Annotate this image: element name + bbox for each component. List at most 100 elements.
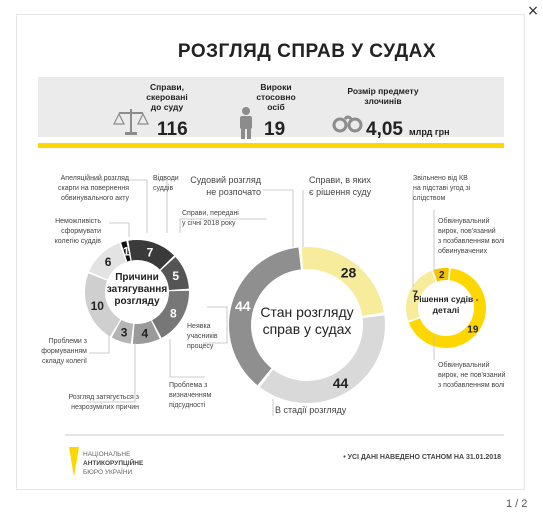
stats-underline xyxy=(38,143,504,148)
annotation-released: на підставі угод зі xyxy=(413,184,471,192)
annotation-appeal: Апеляційний розгляд xyxy=(61,174,129,182)
left-donut-segment-label: 6 xyxy=(105,255,112,269)
stat-label-line: Справи, xyxy=(150,82,184,92)
logo-line: БЮРО УКРАЇНИ xyxy=(83,468,133,476)
right-donut-segment xyxy=(408,268,486,348)
annotation-suspended: вирок, пов'язаний xyxy=(438,227,496,235)
left-donut-segment-label: 5 xyxy=(172,269,179,283)
nabu-logo-icon xyxy=(69,447,79,477)
annotation-in-review: В стадії розгляду xyxy=(275,405,347,415)
left-donut-segment-label: 8 xyxy=(170,306,177,320)
left-donut-center-line: затягування xyxy=(107,284,168,295)
left-donut-segment xyxy=(132,320,160,344)
right-annotations: Звільнено від КВ на підставі угод зі слі… xyxy=(413,174,505,389)
person-icon xyxy=(240,107,252,139)
annotation-panel-problems: складу колегії xyxy=(42,357,87,365)
left-donut-segment xyxy=(111,319,134,344)
annotation-decided: Справи, в яких xyxy=(309,175,371,185)
footer-note: • УСІ ДАНІ НАВЕДЕНО СТАНОМ НА 31.01.2018 xyxy=(343,454,501,461)
annotation-absence: Неявка xyxy=(187,323,211,330)
left-donut-center-line: Причини xyxy=(115,272,159,283)
right-donut-center-line: деталі xyxy=(433,305,460,315)
handcuffs-icon xyxy=(332,115,363,133)
center-donut-segment xyxy=(301,247,384,316)
annotation-jurisdiction: Проблема з xyxy=(169,381,207,389)
leader-lines xyxy=(87,179,435,416)
annotation-recusal: Відводи xyxy=(153,174,179,182)
left-donut-segment xyxy=(152,290,190,338)
annotation-not-suspended: Обвинувальний xyxy=(438,361,489,369)
left-donut-segment xyxy=(121,241,131,262)
annotation-suspended: з позбавленням волі xyxy=(438,237,505,245)
annotation-appeal: скарги на повернення xyxy=(58,185,129,192)
annotation-no-panel: сформувати xyxy=(61,228,101,235)
stat-label-line: скеровані xyxy=(146,92,187,102)
right-donut-chart: 2 19 7 xyxy=(406,268,486,348)
annotation-panel-problems: Проблеми з xyxy=(49,337,87,345)
page-counter: 1 / 2 xyxy=(506,498,528,510)
stat-sentences: Вироки стосовно осіб 19 xyxy=(240,82,296,140)
right-donut-center-line: Рішення судів - xyxy=(414,294,479,304)
infographic-canvas: РОЗГЛЯД СПРАВ У СУДАХ Справи, скеровані … xyxy=(38,41,505,477)
annotation-not-started: Судовий розгляд xyxy=(190,175,262,185)
stat-label-line: злочинів xyxy=(364,96,401,106)
left-donut-center-line: розгляду xyxy=(114,296,160,307)
stat-label-line: стосовно xyxy=(256,92,295,102)
left-donut-segment xyxy=(160,256,189,290)
annotation-decided: є рішення суду xyxy=(309,187,372,197)
right-donut-segment-label: 19 xyxy=(467,324,479,335)
right-donut-segment-label: 7 xyxy=(412,289,418,300)
annotation-transferred: у січні 2018 року xyxy=(182,219,236,227)
logo-line: АНТИКОРУПЦІЙНЕ xyxy=(83,458,144,467)
center-donut-segment-label: 44 xyxy=(333,375,349,391)
left-annotations: Апеляційний розгляд скарги на повернення… xyxy=(41,174,239,411)
annotation-unknown: Розгляд затягується з xyxy=(68,394,139,401)
annotation-suspended: Обвинувальний xyxy=(438,217,489,225)
annotation-no-panel: колегію суддів xyxy=(55,237,102,245)
left-donut-segment-label: 1 xyxy=(123,245,130,259)
center-annotations: Судовий розгляд не розпочато Справи, в я… xyxy=(190,175,371,415)
annotation-jurisdiction: підсудності xyxy=(169,401,206,409)
annotation-not-suspended: з позбавленням волі xyxy=(438,381,505,389)
annotation-not-started: не розпочато xyxy=(206,187,261,197)
center-donut-center-line: Стан розгляду xyxy=(260,304,353,320)
annotation-appeal: обвинувального акту xyxy=(61,194,129,202)
center-donut-segment xyxy=(259,315,385,403)
logo-line: НАЦІОНАЛЬНЕ xyxy=(83,451,131,458)
infographic-image: РОЗГЛЯД СПРАВ У СУДАХ Справи, скеровані … xyxy=(16,14,525,490)
annotation-not-suspended: вирок, не пов'язаний xyxy=(438,371,505,379)
annotation-no-panel: Неможливість xyxy=(55,217,101,225)
annotation-jurisdiction: визначенням xyxy=(169,392,212,399)
close-button[interactable]: × xyxy=(527,3,539,19)
stats-band xyxy=(38,77,504,137)
stat-unit: млрд грн xyxy=(409,127,450,137)
right-donut-segment xyxy=(406,270,436,321)
annotation-recusal: суддів xyxy=(153,184,173,192)
stat-value: 19 xyxy=(264,119,285,140)
stat-label-line: Розмір предмету xyxy=(347,86,418,96)
annotation-absence: процесу xyxy=(187,343,214,350)
left-donut-segment xyxy=(128,240,175,270)
left-donut-segment-label: 4 xyxy=(141,327,148,341)
stat-label-line: до суду xyxy=(151,102,184,112)
stat-label-line: осіб xyxy=(267,102,284,112)
center-donut-center-line: справ у судах xyxy=(263,321,352,337)
annotation-absence: учасників xyxy=(187,332,218,340)
stat-cases-to-court: Справи, скеровані до суду 116 xyxy=(113,82,188,140)
stat-crime-amount: Розмір предмету злочинів 4,05 млрд грн xyxy=(332,86,450,140)
stat-value: 4,05 xyxy=(366,119,403,140)
annotation-panel-problems: формуванням xyxy=(41,348,87,355)
left-donut-segment xyxy=(85,273,121,337)
center-donut-segment-label: 44 xyxy=(235,298,251,314)
annotation-released: слідством xyxy=(413,194,445,202)
page-title: РОЗГЛЯД СПРАВ У СУДАХ xyxy=(178,41,436,62)
right-donut-segment-label: 2 xyxy=(439,270,445,281)
stat-value: 116 xyxy=(157,119,188,140)
center-donut-segment xyxy=(228,247,301,386)
left-donut-segment xyxy=(89,243,127,280)
left-donut-segment-label: 10 xyxy=(91,299,105,313)
right-donut-segment xyxy=(433,268,449,282)
